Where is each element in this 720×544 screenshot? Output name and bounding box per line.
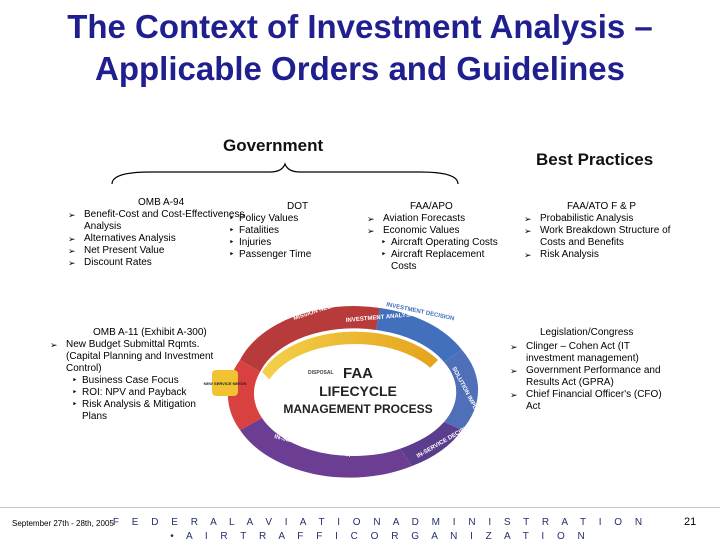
in-service-management-segment xyxy=(240,418,412,478)
list-item: ➢Risk Analysis xyxy=(524,249,599,260)
center-label-1: FAA xyxy=(343,365,373,382)
list-item: Aircraft Replacement Costs xyxy=(367,248,502,273)
omb-a94-title: OMB A-94 xyxy=(138,197,185,208)
list-item: ➢Chief Financial Officer's (CFO) Act xyxy=(510,389,662,412)
new-service-needs-box xyxy=(212,370,238,396)
list-item: ➢Discount Rates xyxy=(68,257,152,268)
list-item: ➢Work Breakdown Structure of Costs and B… xyxy=(524,225,671,248)
investment-decision-segment xyxy=(376,308,462,362)
omb-a11-title: OMB A-11 (Exhibit A-300) xyxy=(93,327,207,338)
in-service-decision-segment xyxy=(400,422,462,466)
government-heading: Government xyxy=(223,136,324,155)
list-item: ➢Net Present Value xyxy=(68,245,165,256)
list-item: ➢Clinger – Cohen Act (IT investment mana… xyxy=(510,341,639,364)
omb-a11-list: ➢New Budget Submittal Rqmts. (Capital Pl… xyxy=(50,339,215,423)
list-item: ➢New Budget Submittal Rqmts. (Capital Pl… xyxy=(50,339,214,374)
list-item: Policy Values xyxy=(229,212,349,225)
mission-need-segment xyxy=(240,306,380,372)
list-item: ➢Government Performance and Results Act … xyxy=(510,365,661,388)
center-ellipse xyxy=(263,344,447,456)
list-item: Business Case Focus xyxy=(50,374,215,387)
list-item: ➢Alternatives Analysis xyxy=(68,233,176,244)
title-line-1: The Context of Investment Analysis – xyxy=(67,8,653,45)
ring-label: DISPOSAL xyxy=(308,370,334,376)
government-brace xyxy=(111,162,459,185)
list-item: Fatalities xyxy=(229,224,349,237)
footer-rule xyxy=(0,507,720,508)
faa-ato-title: FAA/ATO F & P xyxy=(567,201,637,212)
faa-ato-list: ➢Probabilistic Analysis ➢Work Breakdown … xyxy=(524,213,684,261)
list-item: Passenger Time xyxy=(229,248,349,261)
list-item: Injuries xyxy=(229,236,349,249)
legislation-list: ➢Clinger – Cohen Act (IT investment mana… xyxy=(510,341,665,413)
list-item: ➢Benefit-Cost and Cost-Effectiveness Ana… xyxy=(68,209,245,232)
solution-implementation-segment xyxy=(444,350,479,430)
omb-a94-list: ➢Benefit-Cost and Cost-Effectiveness Ana… xyxy=(68,209,248,269)
center-label-3: MANAGEMENT PROCESS xyxy=(283,402,432,416)
list-item: Aircraft Operating Costs xyxy=(367,236,502,249)
list-item: ➢Aviation Forecasts xyxy=(367,213,466,224)
center-label-2: LIFECYCLE xyxy=(319,383,397,399)
page-title: The Context of Investment Analysis – App… xyxy=(0,6,720,90)
footer-organization: F E D E R A L A V I A T I O N A D M I N … xyxy=(112,517,648,542)
legislation-title: Legislation/Congress xyxy=(540,327,634,338)
faa-apo-title: FAA/APO xyxy=(410,201,453,212)
title-line-2: Applicable Orders and Guidelines xyxy=(95,50,625,87)
faa-apo-list: ➢Aviation Forecasts ➢Economic Values Air… xyxy=(367,213,502,273)
investment-analysis-band xyxy=(262,331,438,382)
list-item: Risk Analysis & Mitigation Plans xyxy=(50,398,215,423)
list-item: ➢Economic Values xyxy=(367,225,460,236)
dot-title: DOT xyxy=(287,201,309,212)
ring-label: NEW SERVICE NEEDS xyxy=(204,381,247,386)
lifecycle-diagram: FAA LIFECYCLE MANAGEMENT PROCESS MISSION… xyxy=(204,293,496,478)
page-number: 21 xyxy=(684,516,697,528)
footer-date: September 27th - 28th, 2005 xyxy=(12,519,114,528)
best-practices-heading: Best Practices xyxy=(536,150,654,169)
list-item: ➢Probabilistic Analysis xyxy=(524,213,634,224)
list-item: ROI: NPV and Payback xyxy=(50,386,215,399)
dot-list: Policy Values Fatalities Injuries Passen… xyxy=(229,212,349,261)
